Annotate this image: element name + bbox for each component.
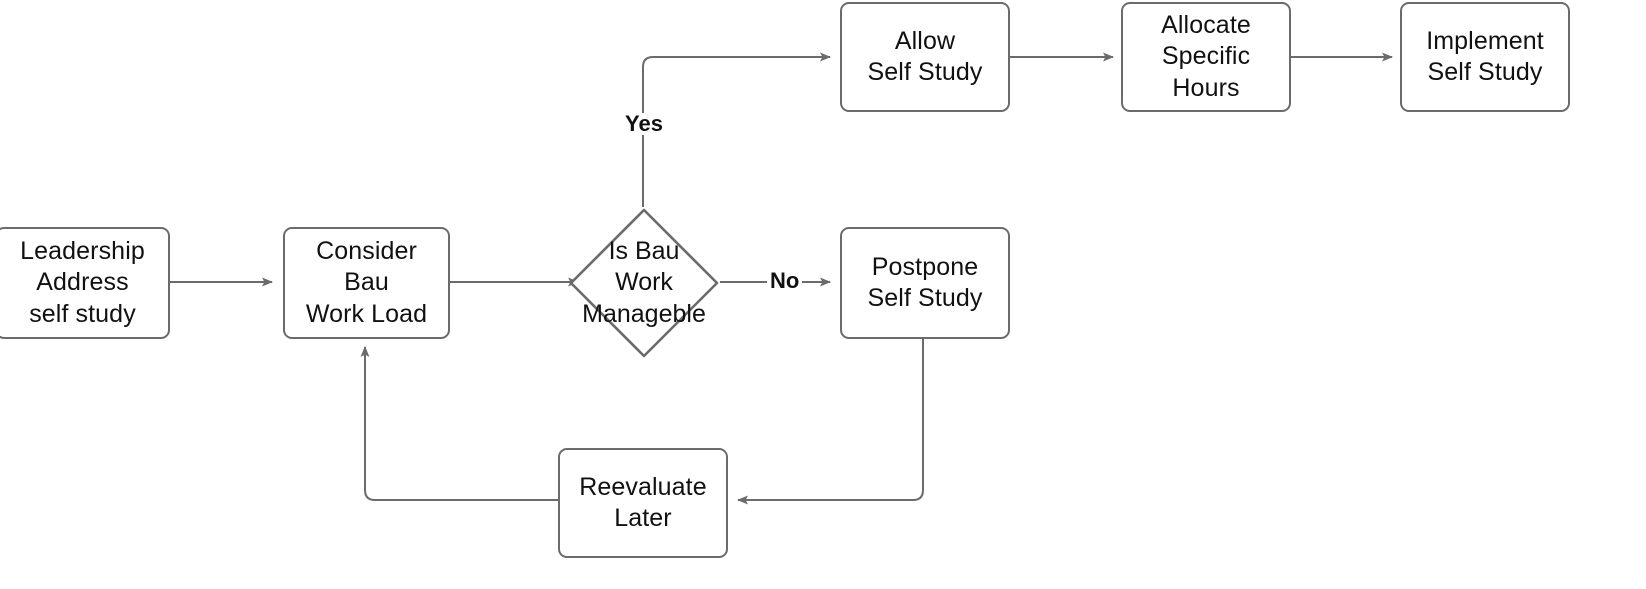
edge-label-yes-text: Yes <box>625 111 663 136</box>
node-implement-self-study[interactable]: Implement Self Study <box>1400 2 1570 112</box>
node-allocate-specific-hours[interactable]: Allocate Specific Hours <box>1121 2 1291 112</box>
node-leadership-address[interactable]: Leadership Address self study <box>0 227 170 339</box>
node-is-bau-work-manageble-label: Is Bau Work Manageble <box>582 236 706 328</box>
edge-label-yes: Yes <box>622 113 666 135</box>
edge-decision-yes-to-allow <box>642 52 831 207</box>
diamond-shape <box>569 208 719 358</box>
node-allow-self-study[interactable]: Allow Self Study <box>840 2 1010 112</box>
node-allocate-specific-hours-label: Allocate Specific Hours <box>1161 10 1251 102</box>
node-leadership-address-label: Leadership Address self study <box>20 236 145 328</box>
node-allow-self-study-label: Allow Self Study <box>867 26 983 87</box>
edge-reevaluate-to-consider <box>360 346 558 501</box>
node-implement-self-study-label: Implement Self Study <box>1426 26 1544 87</box>
node-consider-bau-work-load[interactable]: Consider Bau Work Load <box>283 227 450 339</box>
edge-postpone-to-reevaluate <box>737 339 924 505</box>
node-postpone-self-study-label: Postpone Self Study <box>867 252 983 313</box>
node-reevaluate-later[interactable]: Reevaluate Later <box>558 448 728 558</box>
node-reevaluate-later-label: Reevaluate Later <box>579 472 707 533</box>
edge-label-no: No <box>767 268 803 293</box>
edge-label-no-text: No <box>770 268 800 293</box>
node-is-bau-work-manageble[interactable]: Is Bau Work Manageble <box>568 207 720 359</box>
node-postpone-self-study[interactable]: Postpone Self Study <box>840 227 1010 339</box>
node-consider-bau-work-load-label: Consider Bau Work Load <box>305 236 428 328</box>
